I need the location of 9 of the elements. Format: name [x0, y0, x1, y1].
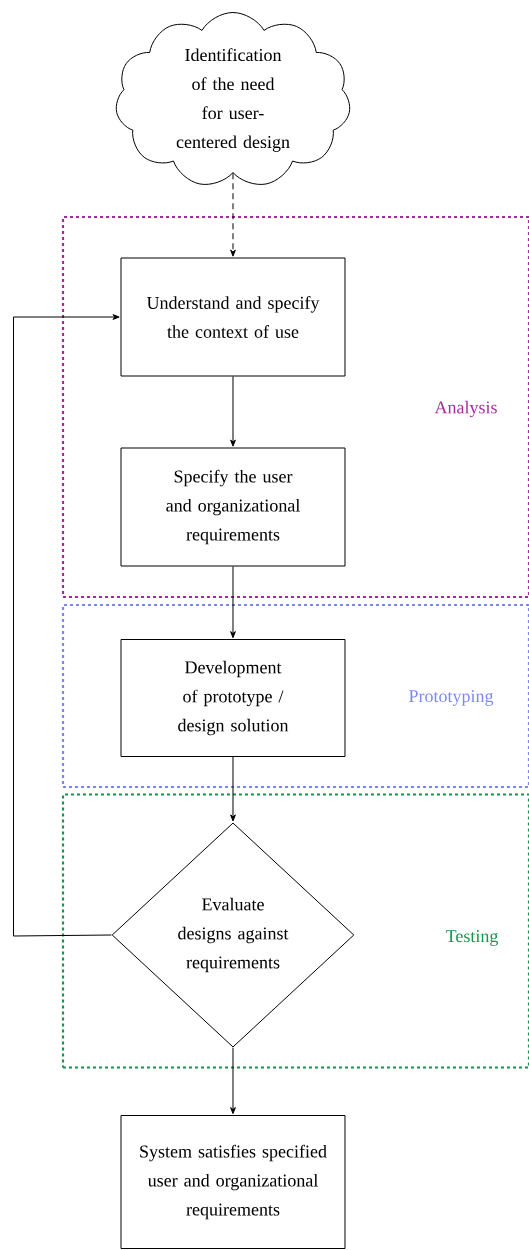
process-box: System satisfies specified user and organizational requirements [120, 1115, 346, 1249]
process-box: Specify the user and organizational requirements [120, 447, 346, 567]
process-box: Understand and specify the context of use [120, 257, 346, 377]
arrow [13, 314, 120, 937]
arrow [230, 376, 236, 447]
arrow [230, 1047, 236, 1115]
arrow [230, 566, 236, 639]
process-box: Development of prototype / design solution [120, 639, 346, 757]
arrow [230, 756, 236, 822]
